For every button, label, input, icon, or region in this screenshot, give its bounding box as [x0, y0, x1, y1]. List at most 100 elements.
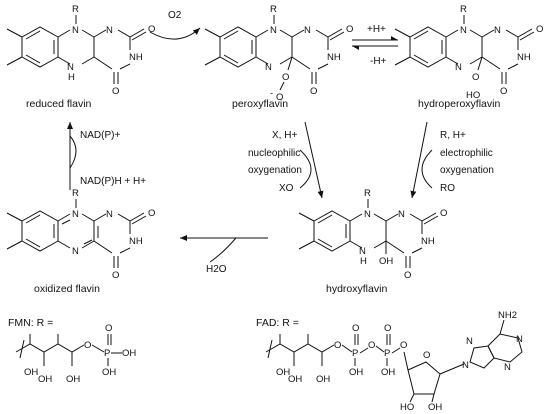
svg-text:R: R — [72, 4, 79, 15]
hydroperoxyflavin-structure: R N N O NH O N O HO — [394, 4, 543, 101]
fad-adenosine-diphosphate-structure: OH OH OH O P O OH O P O OH O O HO OH N N — [265, 310, 523, 413]
svg-text:H: H — [68, 72, 75, 83]
svg-text:R: R — [270, 4, 277, 15]
reduced-flavin-structure: R N N O NH O N H — [6, 4, 155, 97]
svg-text:N: N — [106, 209, 113, 220]
svg-text:N: N — [462, 360, 469, 371]
fmn-ribityl-phosphate-structure: O P O OH OH OH OH OH — [15, 323, 136, 385]
peroxyflavin-label: peroxyflavin — [232, 98, 288, 110]
svg-text:N: N — [304, 25, 311, 36]
svg-text:O: O — [500, 86, 507, 97]
svg-text:N: N — [72, 209, 79, 220]
nadph-reduction-arrow: NAD(P)+ NAD(P)H + H+ — [67, 122, 146, 190]
svg-text:R: R — [72, 188, 79, 199]
svg-text:R: R — [364, 188, 371, 199]
svg-text:O: O — [536, 24, 543, 35]
svg-text:NH: NH — [327, 52, 341, 63]
svg-text:X, H+: X, H+ — [272, 130, 297, 141]
svg-text:NH: NH — [517, 52, 531, 63]
svg-text:O: O — [112, 270, 119, 281]
peroxyflavin-structure: R N N O NH O N O O - — [204, 4, 353, 103]
svg-text:OH: OH — [38, 374, 52, 385]
svg-text:P: P — [384, 348, 390, 359]
svg-text:NH2: NH2 — [498, 310, 517, 321]
svg-text:OH: OH — [349, 367, 363, 378]
svg-text:P: P — [352, 348, 358, 359]
svg-text:N: N — [67, 62, 74, 73]
svg-text:OH: OH — [379, 256, 393, 267]
o2-addition-arrow: O2 — [149, 10, 201, 40]
svg-text:O: O — [148, 24, 155, 35]
svg-text:HO: HO — [466, 90, 480, 101]
svg-text:N: N — [270, 25, 277, 36]
svg-text:OH: OH — [24, 367, 38, 378]
svg-text:P: P — [104, 348, 110, 359]
svg-text:N: N — [504, 362, 511, 373]
svg-text:N: N — [460, 25, 467, 36]
svg-text:N: N — [265, 62, 272, 73]
svg-text:+H+: +H+ — [367, 24, 386, 35]
svg-text:N: N — [466, 336, 473, 347]
svg-text:NH: NH — [421, 236, 435, 247]
fad-label: FAD: R = — [256, 317, 299, 329]
reduced-flavin-label: reduced flavin — [26, 98, 92, 110]
svg-text:N: N — [455, 62, 462, 73]
svg-text:NAD(P)+: NAD(P)+ — [80, 130, 120, 141]
oxidized-flavin-label: oxidized flavin — [34, 283, 100, 295]
svg-text:O: O — [423, 350, 430, 361]
nucleophilic-oxygenation-arrow: X, H+ nucleophilic oxygenation XO — [248, 121, 324, 199]
svg-text:N: N — [72, 25, 79, 36]
svg-text:N: N — [398, 209, 405, 220]
svg-text:N: N — [106, 25, 113, 36]
svg-text:OH: OH — [276, 367, 290, 378]
svg-text:O: O — [346, 24, 353, 35]
svg-text:O: O — [368, 340, 375, 351]
svg-text:R, H+: R, H+ — [440, 130, 466, 141]
dehydration-arrow: H2O — [180, 235, 268, 275]
svg-text:R: R — [460, 4, 467, 15]
svg-text:N: N — [359, 246, 366, 257]
svg-text:O: O — [148, 208, 155, 219]
svg-text:O: O — [282, 72, 289, 83]
svg-text:-: - — [270, 88, 273, 99]
svg-text:O: O — [472, 72, 479, 83]
svg-text:OH: OH — [288, 374, 302, 385]
hydroxyflavin-structure: R N N O NH O N H OH — [298, 188, 447, 281]
svg-text:N: N — [516, 334, 523, 345]
svg-text:OH: OH — [316, 374, 330, 385]
svg-text:O2: O2 — [168, 10, 182, 21]
svg-text:OH: OH — [428, 402, 442, 413]
svg-text:N: N — [364, 209, 371, 220]
svg-text:O: O — [276, 92, 283, 103]
svg-text:O: O — [400, 340, 407, 351]
svg-text:NAD(P)H + H+: NAD(P)H + H+ — [80, 176, 146, 187]
svg-text:O: O — [105, 323, 112, 334]
svg-text:OH: OH — [66, 374, 80, 385]
protonation-equilibrium-arrows: +H+ -H+ — [352, 24, 398, 67]
svg-text:electrophilic: electrophilic — [440, 148, 493, 159]
svg-text:O: O — [352, 323, 359, 334]
svg-text:O: O — [384, 323, 391, 334]
svg-text:O: O — [310, 86, 317, 97]
svg-text:OH: OH — [122, 348, 136, 359]
svg-text:O: O — [112, 86, 119, 97]
svg-text:O: O — [440, 208, 447, 219]
svg-text:HO: HO — [400, 402, 414, 413]
svg-text:O: O — [84, 340, 91, 351]
svg-text:O: O — [334, 340, 341, 351]
oxidized-flavin-structure: R N N O NH O N — [6, 188, 155, 281]
svg-text:NH: NH — [129, 52, 143, 63]
hydroxyflavin-label: hydroxyflavin — [326, 283, 387, 295]
svg-text:OH: OH — [381, 367, 395, 378]
electrophilic-oxygenation-arrow: R, H+ electrophilic oxygenation RO — [410, 121, 494, 199]
hydroperoxyflavin-label: hydroperoxyflavin — [418, 98, 500, 110]
svg-text:RO: RO — [440, 183, 455, 194]
svg-text:O: O — [404, 270, 411, 281]
svg-text:oxygenation: oxygenation — [248, 165, 302, 176]
svg-text:N: N — [72, 246, 79, 257]
svg-text:OH: OH — [102, 367, 116, 378]
svg-text:oxygenation: oxygenation — [440, 165, 494, 176]
svg-text:NH: NH — [129, 236, 143, 247]
svg-text:-H+: -H+ — [370, 56, 387, 67]
